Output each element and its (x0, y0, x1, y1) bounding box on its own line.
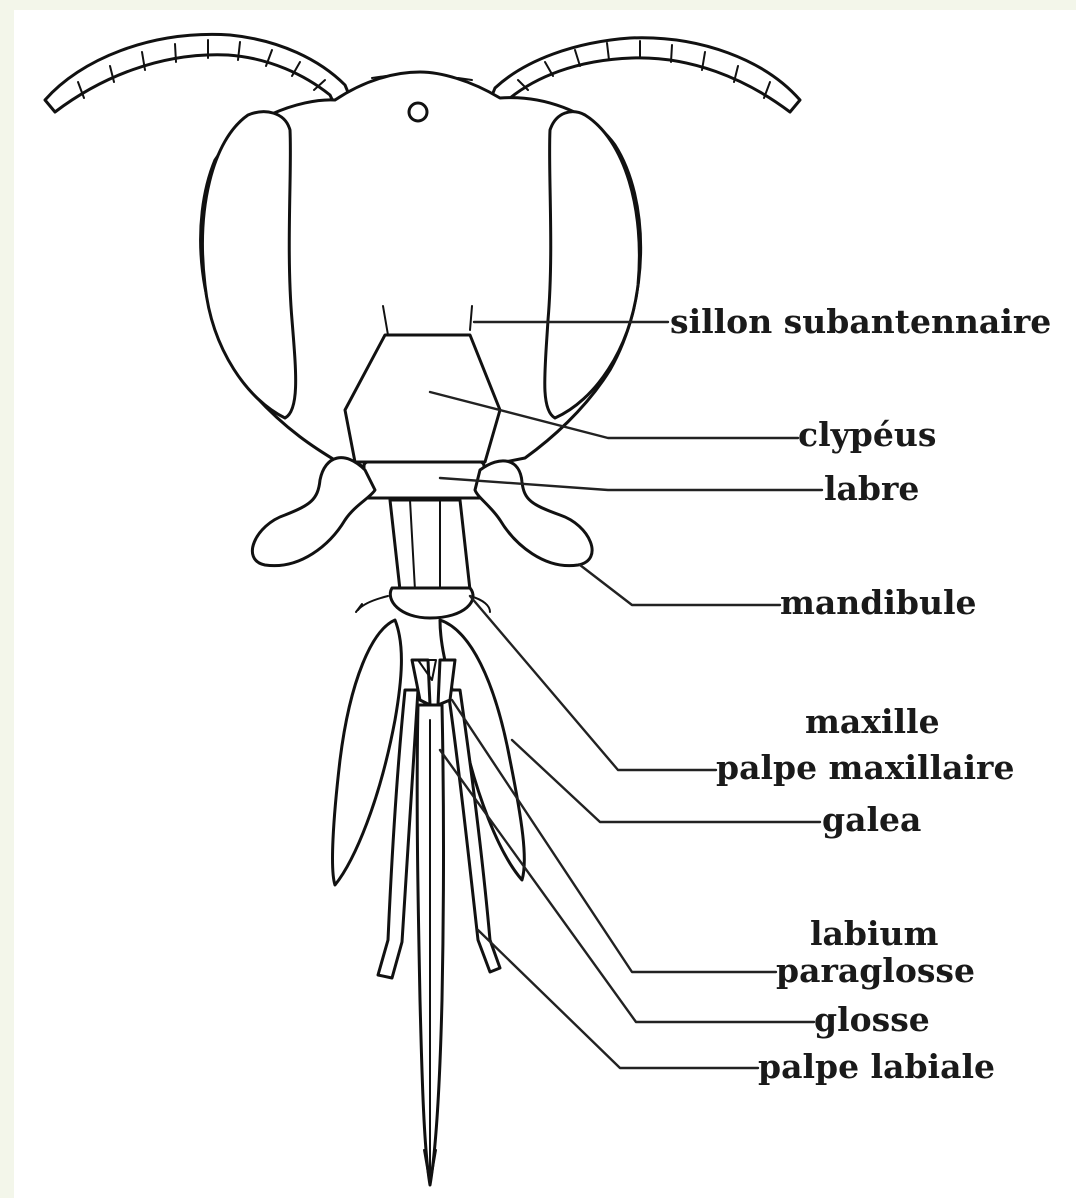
label-galea: galea (822, 800, 921, 839)
label-labre: labre (824, 469, 919, 508)
leader-mandibule (580, 565, 780, 605)
label-paraglosse: paraglosse (776, 951, 975, 990)
label-sillon-subantennaire: sillon subantennaire (670, 302, 1051, 341)
label-glosse: glosse (814, 1000, 930, 1039)
label-palpe-maxillaire: palpe maxillaire (716, 748, 1014, 787)
right-compound-eye (545, 112, 640, 418)
right-mandible (475, 461, 592, 566)
label-clypeus: clypéus (798, 415, 936, 454)
label-palpe-labiale: palpe labiale (758, 1047, 995, 1086)
label-labium: labium (810, 914, 939, 953)
ocellus-center (409, 103, 427, 121)
left-galea (333, 620, 402, 885)
label-maxille: maxille (805, 702, 940, 741)
left-mandible (252, 458, 375, 566)
label-mandibule: mandibule (780, 583, 977, 622)
left-compound-eye (203, 112, 296, 418)
